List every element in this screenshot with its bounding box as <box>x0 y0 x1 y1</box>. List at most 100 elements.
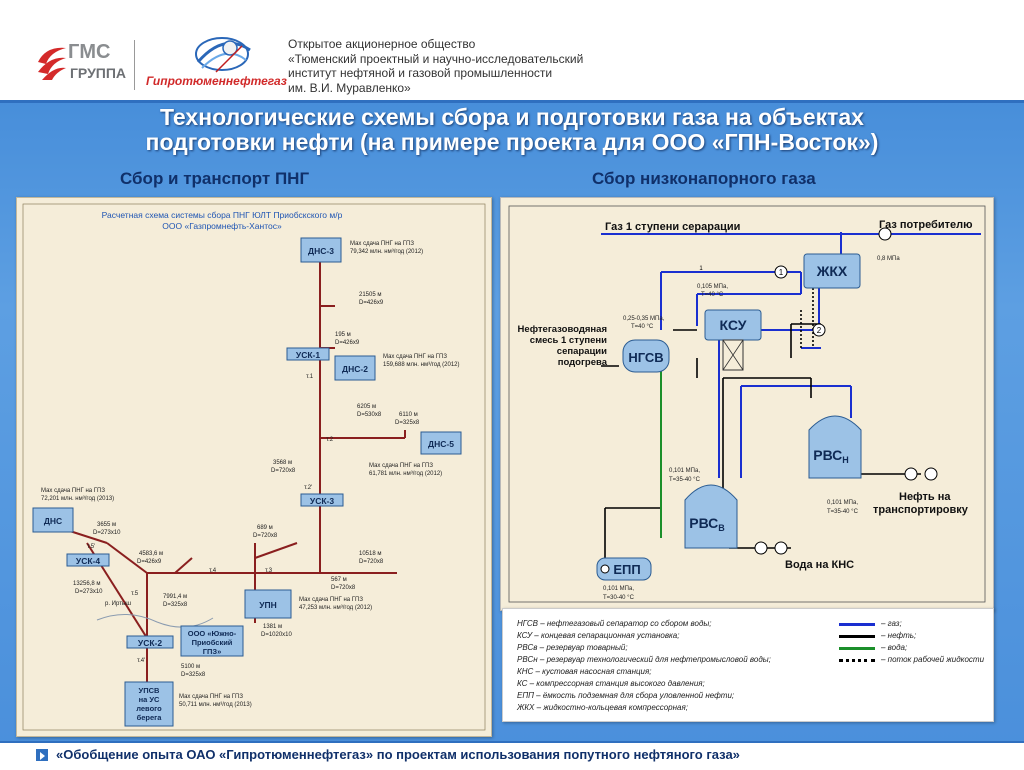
feed-label: подогрева <box>558 357 608 368</box>
junction-label: т.5 <box>131 591 139 597</box>
pipe-label: 4583,6 м <box>139 551 163 557</box>
gas-consumer-label: Газ потребителю <box>879 219 972 231</box>
pipe-label: 7991,4 м <box>163 594 187 600</box>
water-label: Вода на КНС <box>785 559 854 571</box>
subtitle-right: Сбор низконапорного газа <box>592 169 816 188</box>
footer-text: «Обобщение опыта ОАО «Гипротюменнефтегаз… <box>56 747 740 762</box>
param-label: 0,101 МПа, <box>827 500 858 506</box>
node-gpz: ГПЗ» <box>203 647 222 656</box>
valves <box>754 227 938 555</box>
pipe-label: D=426x9 <box>137 559 162 565</box>
node-dns3: ДНС-3 <box>308 246 334 256</box>
pipe-label: D=273x10 <box>93 530 121 536</box>
node-gpz: ООО «Южно- <box>188 629 237 638</box>
legend-item: КНС – кустовая насосная станция; <box>517 667 652 676</box>
scheme-svg: 1 2 1 ЖКХ КСУ НГСВ РВСН РВСВ ЕПП Газ 1 с… <box>508 205 986 603</box>
legend-key: – поток рабочей жидкости <box>881 655 985 664</box>
rvsv-label: РВСВ <box>689 515 725 533</box>
org-line: Открытое акционерное общество <box>288 37 476 51</box>
company-logo-icon <box>195 37 251 73</box>
junction-label: т.4 <box>209 568 217 574</box>
node-upsv: УПСВ <box>139 686 160 695</box>
pipe-label: D=325x8 <box>163 602 188 608</box>
param-label: 0,105 МПа, <box>697 284 728 290</box>
junction-label: т.1 <box>306 374 314 380</box>
node-usk2: УСК-2 <box>138 638 162 648</box>
legend-item: ЕПП – ёмкость подземная для сбора уловле… <box>517 691 735 700</box>
pipe-label: 567 м <box>331 577 347 583</box>
pipe-label: 21505 м <box>359 292 381 298</box>
node-dns5: ДНС-5 <box>428 439 454 449</box>
footer: «Обобщение опыта ОАО «Гипротюменнефтегаз… <box>0 741 1024 770</box>
legend-item: КСУ – концевая сепарационная установка; <box>517 631 680 640</box>
company-logo-text: Гипротюменнефтегаз <box>146 74 287 88</box>
diagram-subtitle: ООО «Газпромнефть-Хантос» <box>162 221 282 231</box>
node-usk4: УСК-4 <box>76 556 100 566</box>
pipe-label: 5100 м <box>181 664 200 670</box>
pipe-label: 10518 м <box>359 551 381 557</box>
param-label: 0,101 МПа, <box>603 586 634 592</box>
legend-item: РВСв – резервуар товарный; <box>517 643 628 652</box>
junction-label: т.5' <box>87 544 95 550</box>
node-dns: ДНС <box>44 516 62 526</box>
network-svg: Расчетная схема системы сбора ПНГ ЮЛТ Пр… <box>22 203 486 731</box>
node-gpz: Приобский <box>192 638 233 647</box>
capacity-note: Мах сдача ПНГ на ГПЗ <box>369 463 433 469</box>
gms-logo <box>38 47 66 80</box>
zhkh-label: ЖКХ <box>816 263 848 279</box>
pipe-label: 1381 м <box>263 624 282 630</box>
oil-transport-label: транспортировку <box>873 504 969 516</box>
capacity-note: Мах сдача ПНГ на ГПЗ <box>350 241 414 247</box>
param-label: Т=30-40 °С <box>603 595 635 601</box>
gms-logo-subtext: ГРУППА <box>70 65 127 81</box>
capacity-note: 159,688 млн. нм³/год (2012) <box>383 362 460 368</box>
pipe-label: D=720x8 <box>331 585 356 591</box>
river-line <box>96 614 214 628</box>
param-label: 0,101 МПа, <box>669 468 700 474</box>
org-line: институт нефтяной и газовой промышленнос… <box>288 66 553 80</box>
capacity-note: 72,201 млн. нм³/год (2013) <box>41 496 114 502</box>
legend-gas-line <box>839 623 875 626</box>
oil-lines <box>601 323 921 558</box>
zhkh-unit <box>803 253 861 289</box>
node-upsv: на УС <box>139 695 160 704</box>
node-upsv: левого <box>136 704 162 713</box>
organization-name: Открытое акционерное общество «Тюменский… <box>288 37 583 95</box>
feed-label: Нефтегазоводяная <box>518 324 607 335</box>
ngsv-unit <box>622 339 670 373</box>
rvsn-label: РВСН <box>813 447 849 465</box>
oil-transport-label: Нефть на <box>899 491 951 503</box>
legend-item: РВСн – резервуар технологический для неф… <box>517 655 771 664</box>
pipe-label: D=1020x10 <box>261 632 293 638</box>
capacity-note: Мах сдача ПНГ на ГПЗ <box>383 354 447 360</box>
param-label: 0,25-0,35 МПа, <box>623 316 665 322</box>
param-label: Т=40 °С <box>631 324 654 330</box>
pipe-label: 13256,8 м <box>73 581 100 587</box>
pipe-label: D=720x8 <box>271 468 296 474</box>
legend-key: – нефть; <box>881 631 917 640</box>
pipe-label: 3655 м <box>97 522 116 528</box>
valve-label: 1 <box>699 266 703 272</box>
node-usk3: УСК-3 <box>310 496 334 506</box>
junction-label: т.3 <box>265 568 273 574</box>
junction-label: т.2 <box>326 437 334 443</box>
capacity-note: 79,342 млн. нм³/год (2012) <box>350 249 423 255</box>
pipe-label: 6110 м <box>399 412 418 418</box>
pipe-label: 689 м <box>257 525 273 531</box>
pipe-label: D=426x9 <box>335 340 360 346</box>
pipe-label: D=325x8 <box>395 420 420 426</box>
capacity-note: Мах сдача ПНГ на ГПЗ <box>179 694 243 700</box>
node-upn: УПН <box>259 600 277 610</box>
capacity-note: 47,253 млн. нм³/год (2012) <box>299 605 372 611</box>
legend-oil-line <box>839 635 875 638</box>
node-usk1: УСК-1 <box>296 350 320 360</box>
pipe-label: 195 м <box>335 332 351 338</box>
param-label: Т=40 °С <box>701 292 724 298</box>
pipe-label: D=426x9 <box>359 300 384 306</box>
node-upsv: берега <box>137 713 163 722</box>
river-label: р. Иртыш <box>105 601 131 607</box>
capacity-note: Мах сдача ПНГ на ГПЗ <box>41 488 105 494</box>
arrow-icon <box>36 749 48 761</box>
capacity-note: Мах сдача ПНГ на ГПЗ <box>299 597 363 603</box>
legend-item: НГСВ – нефтегазовый сепаратор со сбором … <box>517 619 712 628</box>
